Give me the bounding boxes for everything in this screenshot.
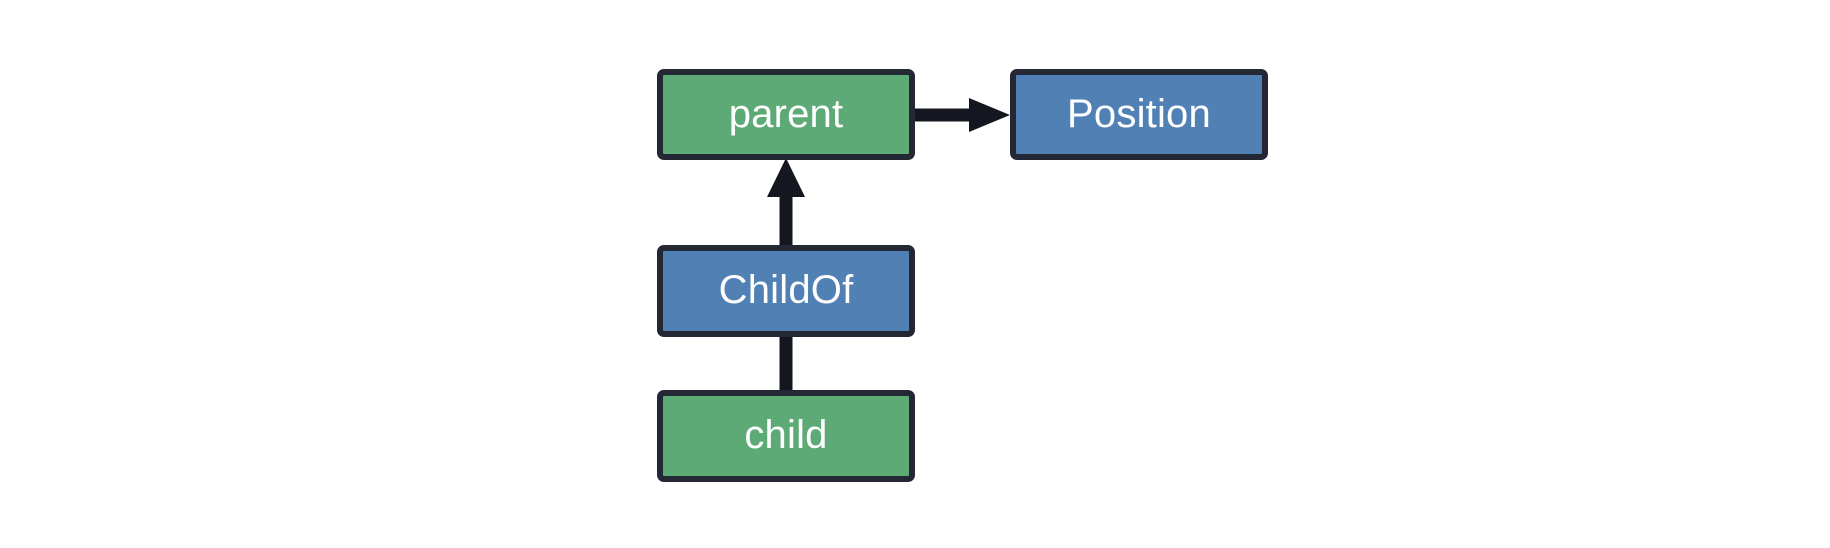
node-childof[interactable]: ChildOf [657,245,915,337]
node-position-label: Position [1067,91,1211,136]
node-child-label: child [744,413,828,457]
node-parent[interactable]: parent [657,69,915,160]
node-position[interactable]: Position [1010,69,1268,160]
edge-parent-to-position [909,96,1015,134]
edge-child-to-childof [779,332,793,394]
node-childof-label: ChildOf [718,268,854,312]
node-child[interactable]: child [657,390,915,482]
node-parent-label: parent [728,91,844,136]
edge-childof-to-parent [765,155,807,251]
